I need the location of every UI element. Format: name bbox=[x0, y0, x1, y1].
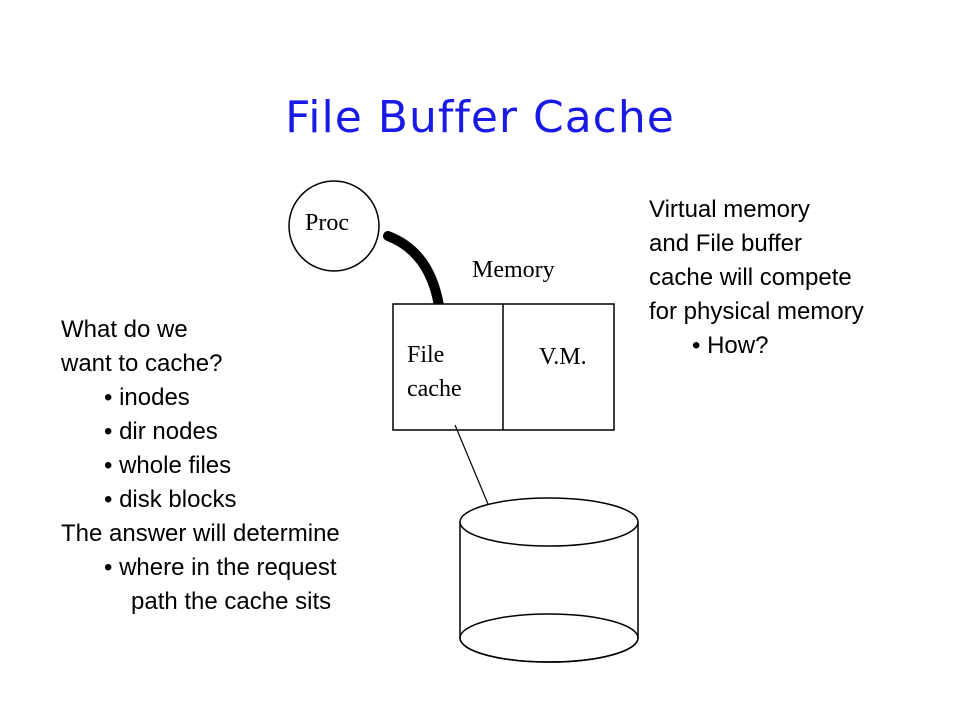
bullet-dir-nodes: • dir nodes bbox=[104, 418, 218, 445]
bullet-whole-files: • whole files bbox=[104, 452, 232, 479]
file-cache-label: File cache bbox=[407, 338, 462, 406]
left-intro-line2: want to cache? bbox=[61, 350, 223, 377]
answer-line: The answer will determine bbox=[61, 520, 340, 547]
file-cache-label-line2: cache bbox=[407, 376, 462, 402]
proc-circle bbox=[288, 180, 380, 272]
proc-memory-connector bbox=[383, 231, 444, 311]
left-text-block: What do we want to cache? • inodes • dir… bbox=[61, 313, 340, 619]
right-line-1: Virtual memory bbox=[649, 196, 810, 223]
right-bullet: • How? bbox=[692, 332, 769, 359]
disk-cylinder-bottom-back bbox=[459, 613, 639, 639]
right-bullet-text: How? bbox=[707, 332, 769, 359]
vm-label: V.M. bbox=[539, 344, 587, 370]
right-text-block: Virtual memory and File buffer cache wil… bbox=[649, 193, 864, 363]
bullet-text: dir nodes bbox=[119, 418, 218, 445]
memory-label: Memory bbox=[472, 257, 555, 283]
bullet-disk-blocks: • disk blocks bbox=[104, 486, 237, 513]
memory-disk-connector bbox=[454, 424, 489, 505]
left-intro-line1: What do we bbox=[61, 316, 188, 343]
disk-cylinder-bottom-front bbox=[459, 637, 639, 663]
proc-label: Proc bbox=[305, 210, 349, 236]
bullet-inodes: • inodes bbox=[104, 384, 190, 411]
bullet-text: disk blocks bbox=[119, 486, 237, 513]
disk-cylinder-top bbox=[459, 497, 639, 547]
bullet-text: inodes bbox=[119, 384, 190, 411]
right-line-2: and File buffer bbox=[649, 230, 802, 257]
file-cache-label-line1: File bbox=[407, 342, 445, 368]
right-line-3: cache will compete bbox=[649, 264, 852, 291]
answer-bullet-line2: path the cache sits bbox=[131, 588, 332, 615]
answer-bullet: • where in the request bbox=[104, 554, 337, 581]
right-line-4: for physical memory bbox=[649, 298, 864, 325]
bullet-text: whole files bbox=[119, 452, 232, 479]
slide-title: File Buffer Cache bbox=[285, 92, 675, 143]
answer-bullet-line1: where in the request bbox=[119, 554, 337, 581]
